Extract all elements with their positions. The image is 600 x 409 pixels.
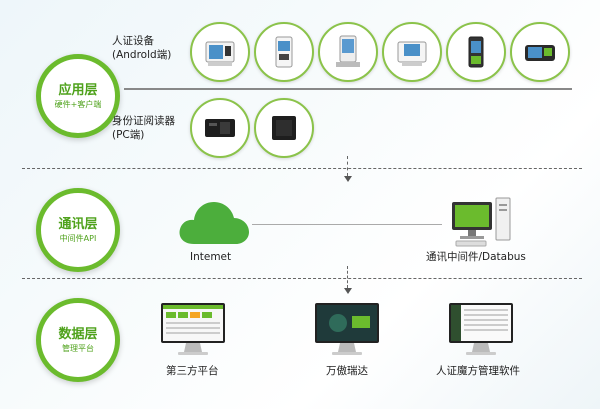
zkbio-platform-label: 万傲瑞达 (326, 365, 368, 377)
data-layer-circle: 数据层 管理平台 (36, 298, 120, 382)
third-party-platform-label: 第三方平台 (166, 365, 219, 377)
id-reader-device-1 (190, 98, 250, 158)
arrow-app-to-comm-head (344, 176, 352, 182)
id-reader-label: 身份证阅读器 (PC端) (112, 115, 175, 141)
face-terminal-device-2 (254, 22, 314, 82)
arrow-app-to-comm (347, 156, 348, 176)
app-layer-connector (124, 88, 572, 90)
zkbio-monitor-icon (315, 303, 379, 355)
layer-separator-1 (22, 168, 582, 169)
internet-label: Intemet (190, 251, 232, 263)
face-terminal-label: 人证设备 (Androld端) (112, 35, 172, 61)
middleware-label: 通讯中间件/Databus (426, 251, 526, 263)
layer-separator-2 (22, 278, 582, 279)
comm-layer-title: 通讯层 (58, 216, 98, 232)
app-layer-circle: 应用层 硬件+客户端 (36, 54, 120, 138)
comm-layer-subtitle: 中间件API (59, 233, 97, 243)
id-reader-device-2 (254, 98, 314, 158)
comm-layer-circle: 通讯层 中间件API (36, 188, 120, 272)
face-terminal-device-1 (190, 22, 250, 82)
data-layer-subtitle: 管理平台 (62, 343, 94, 353)
app-layer-title: 应用层 (58, 82, 98, 98)
arrow-comm-to-data (347, 266, 348, 288)
third-party-monitor-icon (161, 303, 225, 355)
app-layer-subtitle: 硬件+客户端 (54, 99, 102, 109)
face-terminal-device-5 (446, 22, 506, 82)
desktop-computer-icon (452, 197, 511, 247)
management-software-label: 人证魔方管理软件 (436, 365, 520, 377)
arrow-comm-to-data-head (344, 288, 352, 294)
face-terminal-device-6 (510, 22, 570, 82)
cloud-icon (179, 202, 249, 244)
face-terminal-device-3 (318, 22, 378, 82)
face-terminal-device-4 (382, 22, 442, 82)
management-software-monitor-icon (449, 303, 513, 355)
network-connector (252, 224, 442, 225)
data-layer-title: 数据层 (58, 326, 98, 342)
